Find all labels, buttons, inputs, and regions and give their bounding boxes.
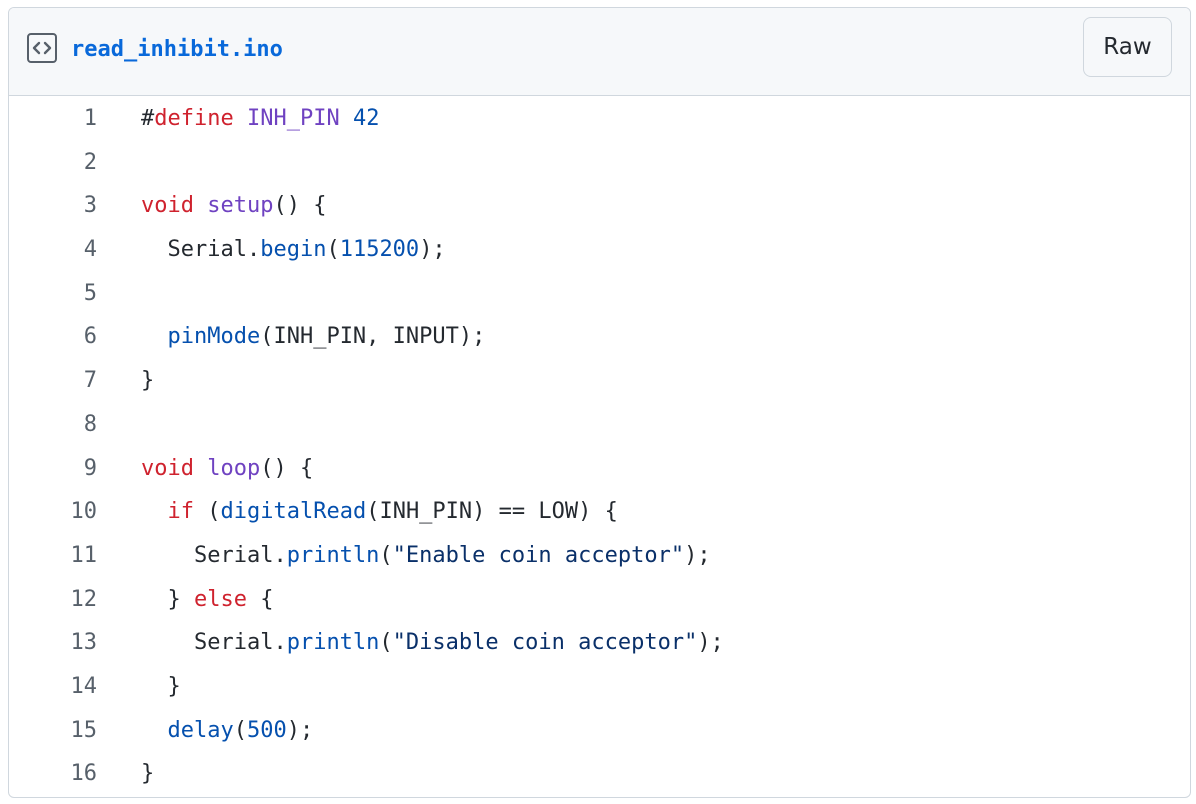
line-code: } [141,665,181,709]
code-token: } [141,586,194,612]
code-token: ); [697,630,724,656]
code-token: 42 [352,106,380,131]
line-code: void setup() { [141,184,326,228]
line-code: Serial.println("Enable coin acceptor"); [141,534,711,578]
code-token: ); [286,717,314,743]
code-token: ( [326,237,340,263]
code-token: } [141,368,155,394]
code-token: 115200 [339,237,420,263]
code-token: ); [684,542,711,568]
code-token [194,193,207,218]
code-line: 16} [9,752,1190,796]
line-code: Serial.begin(115200); [141,228,446,272]
code-token: ( [379,542,393,568]
code-token: println [286,542,380,568]
code-token: loop [207,455,261,481]
code-token: println [286,630,380,656]
code-token: # [141,106,155,131]
line-number[interactable]: 11 [70,542,98,568]
code-token: "Enable coin acceptor" [392,542,685,568]
line-number[interactable]: 16 [70,761,98,787]
line-number[interactable]: 13 [70,630,98,656]
line-code: void loop() { [141,447,313,491]
code-token: setup [207,193,274,219]
code-line: 14 } [9,665,1190,709]
code-token: void [141,455,194,481]
code-token: } [141,673,181,699]
line-code: if (digitalRead(INH_PIN) == LOW) { [141,490,618,534]
line-code: #define INH_PIN 42 [141,97,379,141]
file-name-link[interactable]: read_inhibit.ino [71,37,283,62]
code-token [234,106,247,131]
code-token: delay [167,717,234,743]
line-number[interactable]: 15 [70,717,98,743]
code-token [340,106,353,131]
code-token [141,499,168,524]
code-token: define [154,106,234,131]
code-token: Serial. [141,237,261,263]
line-code: } else { [141,578,273,622]
line-number[interactable]: 12 [70,586,98,612]
code-token: ( [379,630,393,656]
code-line: 5 [9,272,1190,316]
line-code: } [141,359,154,403]
code-line: 12 } else { [9,578,1190,622]
code-line: 2 [9,141,1190,185]
raw-button[interactable]: Raw [1083,17,1172,77]
gist-file-container: read_inhibit.ino Raw 1#define INH_PIN 42… [8,7,1191,798]
line-number[interactable]: 4 [83,237,97,263]
code-token: } [141,761,155,787]
line-code: delay(500); [141,709,314,753]
file-code-icon [27,33,57,63]
code-line: 6 pinMode(INH_PIN, INPUT); [9,315,1190,359]
code-token: ( [233,717,247,743]
code-line: 4 Serial.begin(115200); [9,228,1190,272]
line-number[interactable]: 9 [83,455,97,481]
code-token: () { [273,193,327,219]
code-token: if [167,499,195,525]
line-number[interactable]: 10 [70,499,98,525]
code-line: 3 void setup() { [9,184,1190,228]
line-number[interactable]: 7 [83,368,97,394]
code-token [141,718,168,743]
file-header: read_inhibit.ino Raw [9,8,1190,96]
code-token: (INH_PIN, INPUT); [260,324,486,350]
code-line: 13 Serial.println("Disable coin acceptor… [9,621,1190,665]
code-token: else [193,586,247,612]
code-token: ( [194,499,221,525]
code-token: void [141,193,194,219]
code-token [141,324,168,349]
code-token: pinMode [167,324,261,350]
line-code: Serial.println("Disable coin acceptor"); [141,621,724,665]
code-token: INH_PIN [246,106,340,131]
code-line: 7} [9,359,1190,403]
code-token: Serial. [141,630,287,656]
line-number[interactable]: 3 [83,193,97,219]
line-number[interactable]: 2 [83,149,97,175]
code-token: (INH_PIN) == LOW) { [366,499,618,525]
code-line: 1 #define INH_PIN 42 [9,97,1190,141]
line-number[interactable]: 1 [83,106,97,131]
code-line: 8 [9,403,1190,447]
code-token: 500 [246,717,287,743]
line-code: pinMode(INH_PIN, INPUT); [141,315,486,359]
line-number[interactable]: 14 [70,673,98,699]
code-token: digitalRead [220,499,367,525]
code-token: "Disable coin acceptor" [392,630,698,656]
code-token: { [246,586,274,612]
code-token: () { [260,455,314,481]
code-line: 11 Serial.println("Enable coin acceptor"… [9,534,1190,578]
line-number[interactable]: 5 [83,280,97,306]
code-line: 10 if (digitalRead(INH_PIN) == LOW) { [9,490,1190,534]
line-number[interactable]: 6 [83,324,97,350]
code-token: ); [419,237,446,263]
line-code: } [141,752,154,796]
code-line: 9 void loop() { [9,447,1190,491]
code-token: Serial. [141,542,287,568]
code-line: 15 delay(500); [9,709,1190,753]
code-token [194,456,207,481]
code-token: begin [260,237,327,263]
line-number[interactable]: 8 [83,411,97,437]
